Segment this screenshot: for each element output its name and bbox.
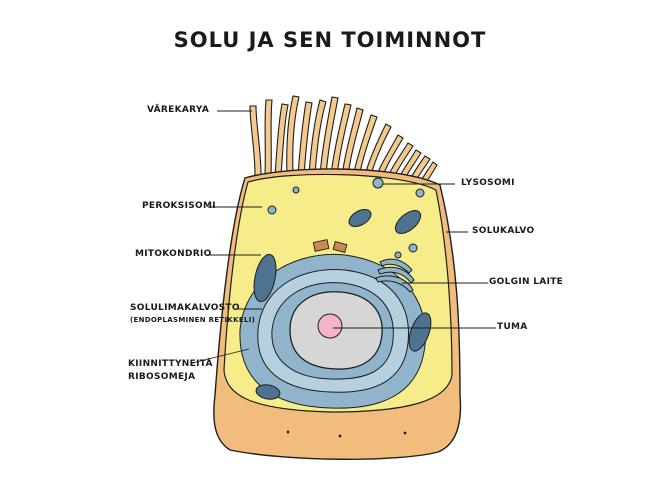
lysosomes	[267, 177, 425, 259]
peroxisome	[312, 239, 348, 253]
label-solukalvo: SOLUKALVO	[472, 226, 535, 236]
page-title: SOLU JA SEN TOIMINNOT	[173, 28, 487, 52]
label-kiinnittyneita: KIINNITTYNEITÄ	[128, 359, 213, 369]
label-peroksisomi: PEROKSISOMI	[142, 201, 216, 211]
label-varekarya: VÄREKARYA	[147, 105, 210, 115]
label-lysosomi: LYSOSOMI	[461, 178, 515, 188]
label-ribosomeja: RIBOSOMEJA	[128, 372, 196, 382]
label-tuma: TUMA	[497, 322, 528, 332]
mitochondria	[253, 208, 432, 400]
nucleolus	[317, 313, 343, 339]
base-dots	[286, 430, 407, 438]
label-solulimakalvosto: SOLULIMAKALVOSTO	[130, 303, 240, 313]
label-mitokondrio: MITOKONDRIO	[135, 249, 212, 259]
leader-lines	[191, 110, 496, 364]
label-golgin-laite: GOLGIN LAITE	[489, 277, 564, 287]
label-endoplasminen: (ENDOPLASMINEN RETIKKELI)	[130, 316, 256, 324]
